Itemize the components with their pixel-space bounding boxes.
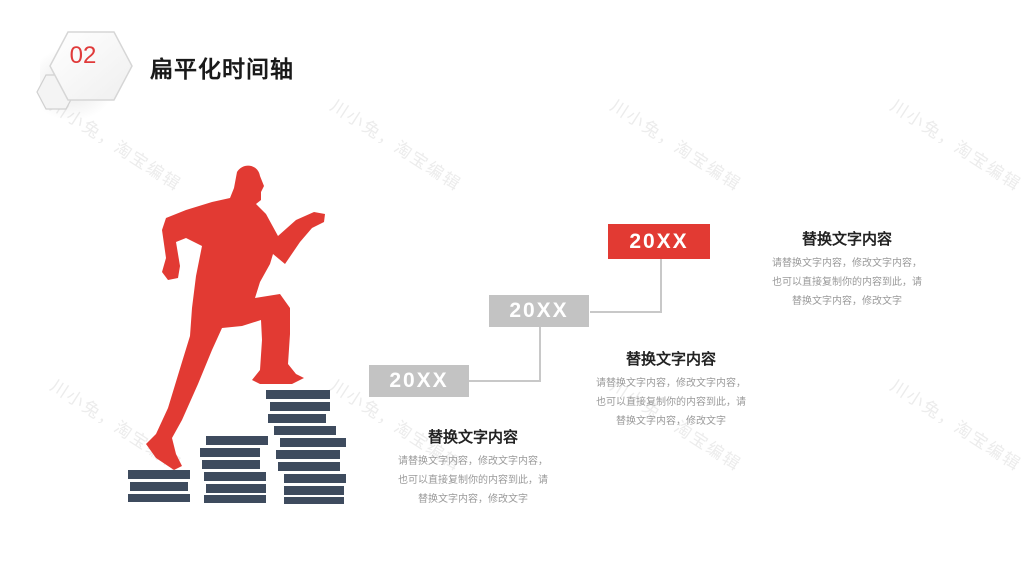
- block-body: 请替换文字内容，修改文字内容， 也可以直接复制你的内容到此，请 替换文字内容，修…: [576, 374, 766, 431]
- runner-on-books-illustration: [128, 165, 346, 504]
- watermark: 川小兔，淘宝编辑: [886, 376, 1024, 476]
- year-box-3: 20XX: [608, 224, 710, 259]
- body-line: 请替换文字内容，修改文字内容，: [398, 456, 548, 467]
- page-title: 扁平化时间轴: [150, 57, 294, 83]
- year-box-2: 20XX: [489, 295, 589, 327]
- body-line: 也可以直接复制你的内容到此，请: [772, 277, 922, 288]
- hexagon-icon: [49, 31, 133, 101]
- timeline-text-block-2: 替换文字内容 请替换文字内容，修改文字内容， 也可以直接复制你的内容到此，请 替…: [576, 348, 766, 431]
- body-line: 请替换文字内容，修改文字内容，: [772, 258, 922, 269]
- connector-line: [469, 380, 541, 382]
- body-line: 也可以直接复制你的内容到此，请: [398, 475, 548, 486]
- body-line: 请替换文字内容，修改文字内容，: [596, 378, 746, 389]
- watermark: 川小兔，淘宝编辑: [606, 96, 745, 196]
- runner-silhouette: [146, 165, 325, 470]
- connector-line: [539, 327, 541, 382]
- block-body: 请替换文字内容，修改文字内容， 也可以直接复制你的内容到此，请 替换文字内容，修…: [752, 254, 942, 311]
- watermark: 川小兔，淘宝编辑: [886, 96, 1024, 196]
- block-title: 替换文字内容: [625, 350, 716, 368]
- block-body: 请替换文字内容，修改文字内容， 也可以直接复制你的内容到此，请 替换文字内容，修…: [378, 452, 568, 509]
- connector-line: [590, 311, 662, 313]
- body-line: 替换文字内容，修改文字: [418, 494, 528, 505]
- body-line: 替换文字内容，修改文字: [616, 416, 726, 427]
- section-number: 02: [69, 42, 97, 69]
- section-badge: 02: [30, 24, 140, 124]
- body-line: 也可以直接复制你的内容到此，请: [596, 397, 746, 408]
- body-line: 替换文字内容，修改文字: [792, 296, 902, 307]
- connector-line: [660, 258, 662, 313]
- year-box-1: 20XX: [369, 365, 469, 397]
- timeline-text-block-3: 替换文字内容 请替换文字内容，修改文字内容， 也可以直接复制你的内容到此，请 替…: [752, 228, 942, 311]
- timeline-text-block-1: 替换文字内容 请替换文字内容，修改文字内容， 也可以直接复制你的内容到此，请 替…: [378, 426, 568, 509]
- book-stacks: [128, 390, 346, 504]
- block-title: 替换文字内容: [427, 428, 518, 446]
- block-title: 替换文字内容: [801, 230, 892, 248]
